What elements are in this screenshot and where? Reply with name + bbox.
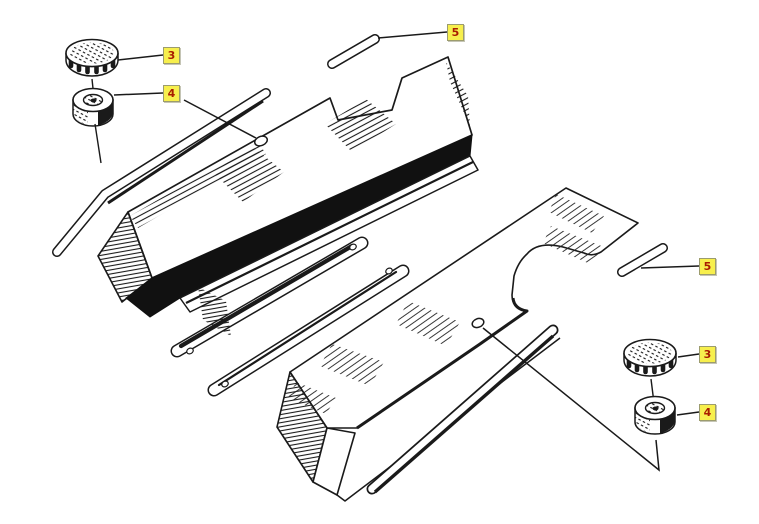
rod-right <box>366 324 559 495</box>
filler-cap-left-drawing <box>66 40 118 77</box>
bent-rod <box>52 88 271 257</box>
retainer-strip-top <box>327 34 380 69</box>
callout-5-right[interactable]: 5 <box>699 258 716 275</box>
grommet-left-drawing <box>72 87 114 127</box>
callout-3-right[interactable]: 3 <box>699 346 716 363</box>
callout-4-right[interactable]: 4 <box>699 404 716 421</box>
callout-4-left[interactable]: 4 <box>163 85 180 102</box>
gasket-rail-1 <box>170 236 369 358</box>
left-valve-cover-drawing <box>97 56 479 336</box>
callout-3-left[interactable]: 3 <box>163 47 180 64</box>
right-valve-cover-drawing <box>276 187 639 502</box>
grommet-right-drawing <box>634 395 676 435</box>
grommet-left-tail-line <box>94 123 102 164</box>
retainer-strip-right <box>617 243 668 277</box>
filler-cap-right-drawing <box>624 340 676 377</box>
callout-5-top[interactable]: 5 <box>447 24 464 41</box>
gasket-rail-2 <box>207 264 410 397</box>
leader-lines <box>113 31 700 472</box>
